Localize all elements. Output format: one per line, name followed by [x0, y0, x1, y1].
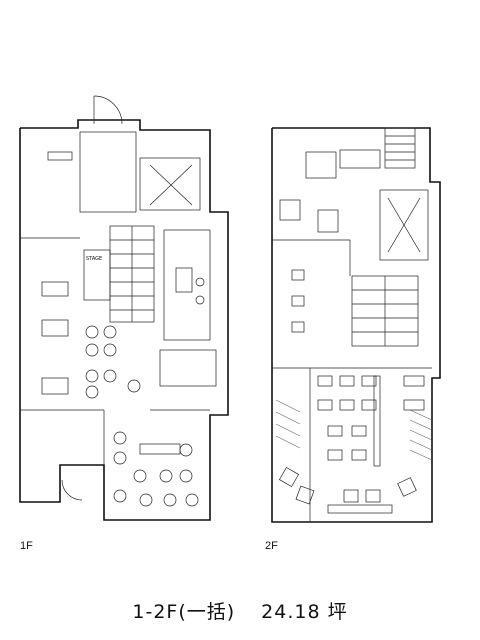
floor-plan-2f: 2F: [265, 127, 441, 552]
area-label: 24.18 坪: [261, 601, 348, 623]
floor-label-2f: 2F: [265, 540, 278, 552]
floor-range-label: 1-2F(一括): [132, 601, 236, 623]
floor-label-1f: 1F: [20, 540, 33, 552]
area-caption: 1-2F(一括) 24.18 坪: [0, 597, 480, 624]
floor-plan-1f: 1F STAGE: [19, 95, 229, 552]
room-label-stage: STAGE: [86, 256, 102, 262]
